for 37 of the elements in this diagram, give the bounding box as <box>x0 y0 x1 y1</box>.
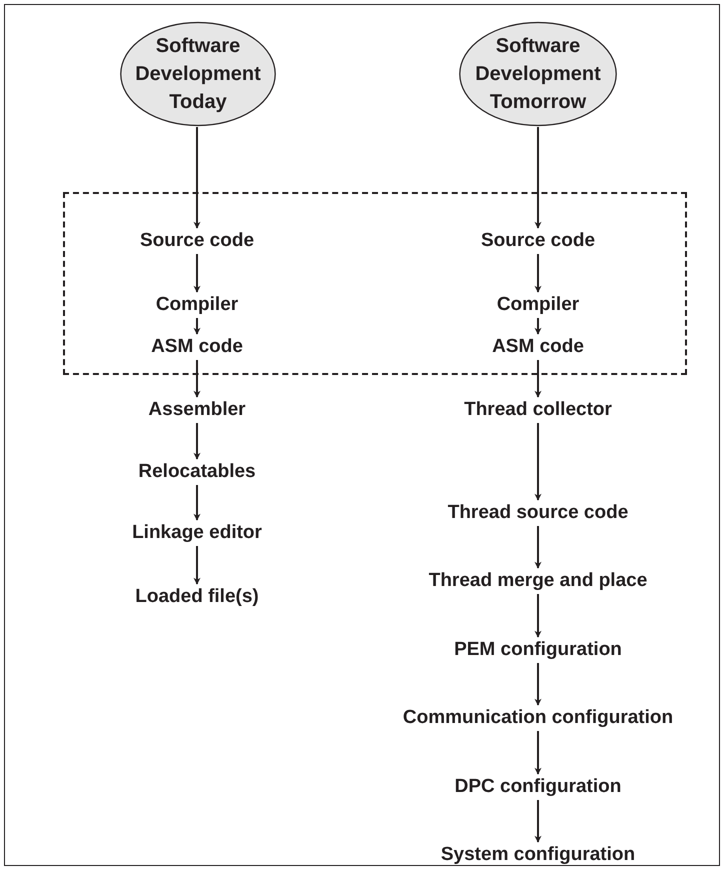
step-label: Relocatables <box>138 460 256 484</box>
step-label: Compiler <box>156 293 238 317</box>
arrow <box>194 318 200 335</box>
arrow <box>534 663 542 706</box>
step-label: Linkage editor <box>132 521 262 545</box>
arrow <box>534 127 542 229</box>
step-label: Communication configuration <box>402 706 674 730</box>
arrow <box>534 526 542 569</box>
step-label: DPC configuration <box>454 775 622 799</box>
step-label: System configuration <box>440 843 636 867</box>
arrow <box>534 594 542 638</box>
step-label: Assembler <box>148 398 246 422</box>
step-label: ASM code <box>492 335 584 359</box>
start-ellipse: Software Development Tomorrow <box>459 22 617 126</box>
step-label: Source code <box>140 229 254 253</box>
arrow <box>194 127 200 229</box>
arrow <box>194 546 200 585</box>
arrow <box>534 423 542 501</box>
arrow <box>194 423 200 460</box>
arrow <box>534 800 542 843</box>
step-label: Compiler <box>496 293 580 317</box>
arrow <box>534 360 542 398</box>
step-label: Thread source code <box>448 501 628 525</box>
arrow <box>534 254 542 293</box>
arrow <box>534 731 542 775</box>
step-label: ASM code <box>151 335 243 359</box>
step-label: Loaded file(s) <box>135 585 259 609</box>
step-label: Thread collector <box>464 398 612 422</box>
arrow <box>534 318 542 335</box>
start-ellipse: Software Development Today <box>120 22 276 126</box>
step-label: Thread merge and place <box>428 569 648 593</box>
step-label: PEM configuration <box>454 638 622 662</box>
step-label: Source code <box>480 229 596 253</box>
arrow <box>194 254 200 293</box>
dashed-group-box <box>63 192 687 375</box>
arrow <box>194 485 200 521</box>
arrow <box>194 360 200 398</box>
